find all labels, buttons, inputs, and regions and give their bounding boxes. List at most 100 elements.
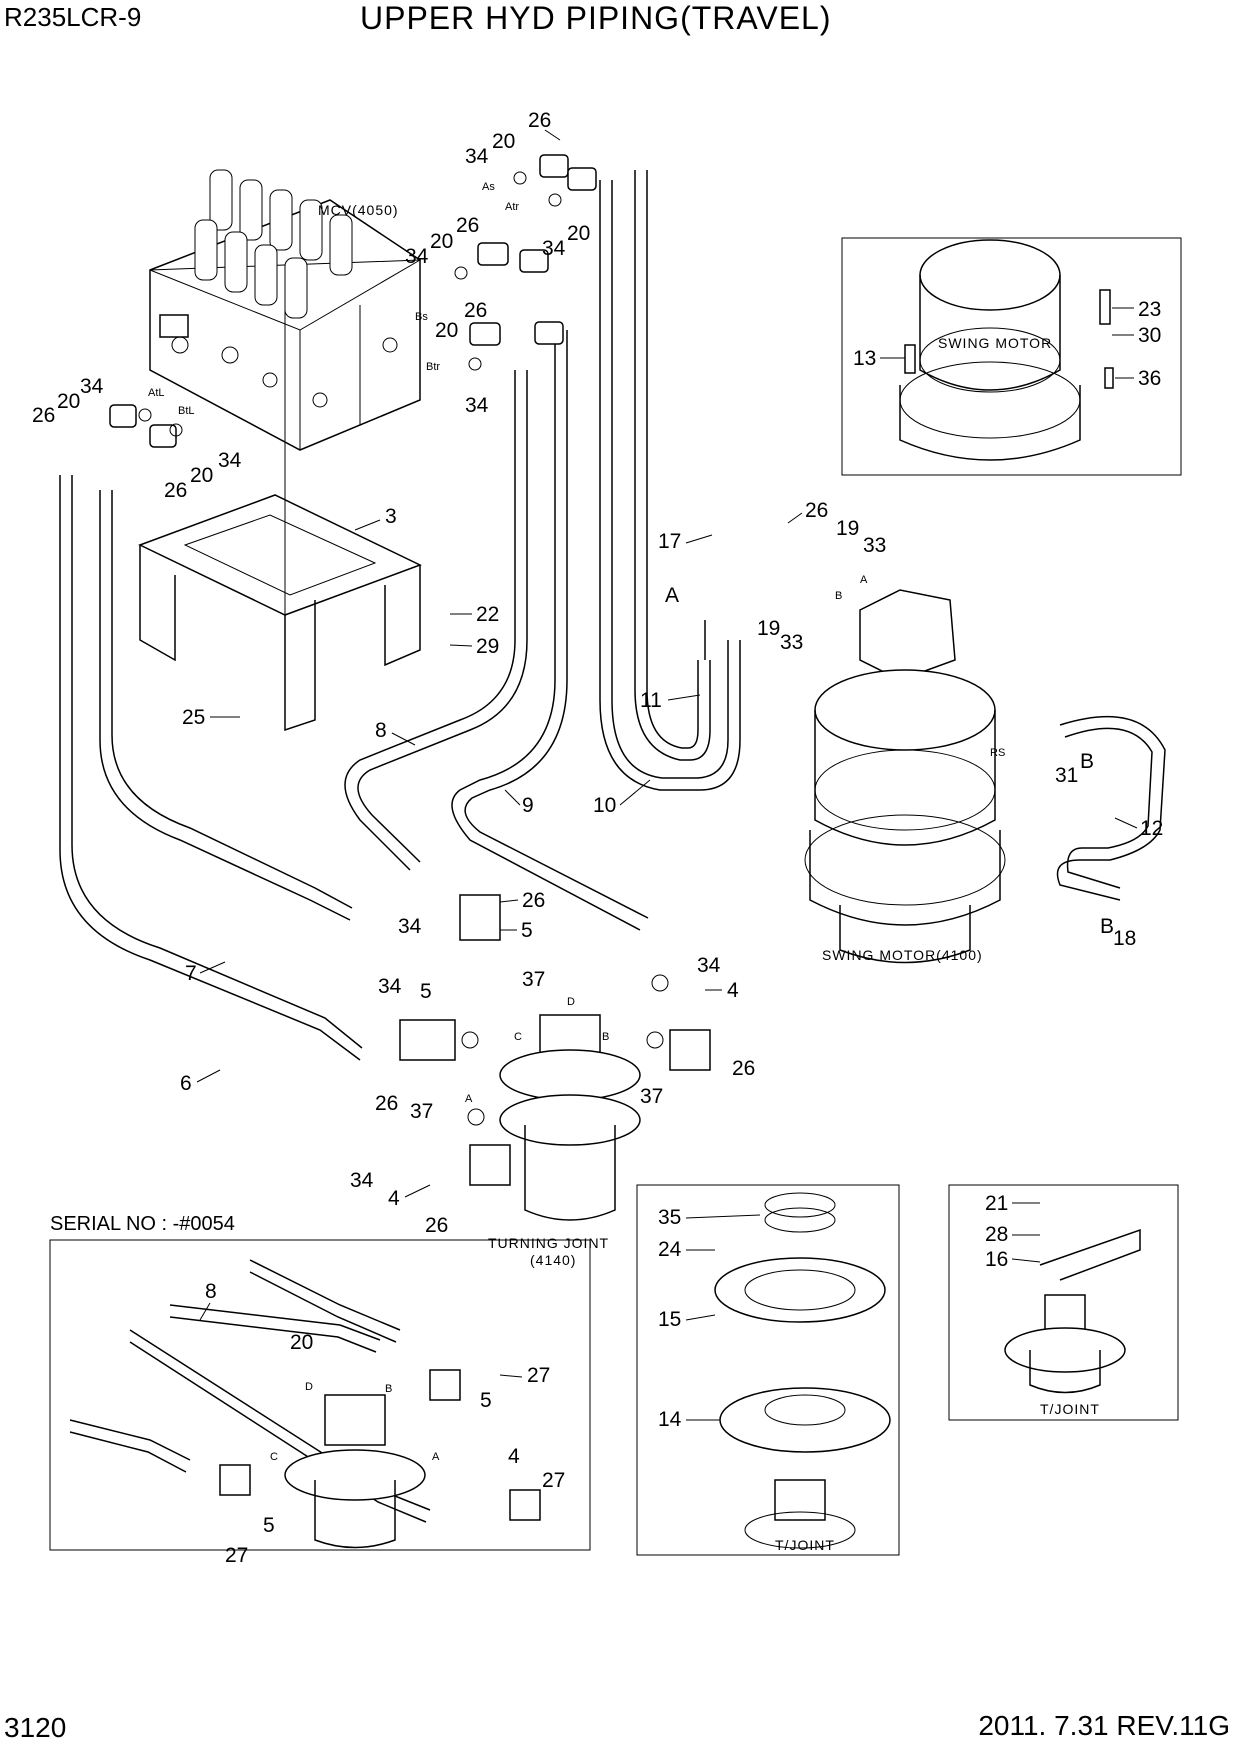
- serial-label: SERIAL NO : -#0054: [50, 1213, 235, 1235]
- callout-34: 34: [405, 245, 429, 268]
- callout-26: 26: [732, 1057, 755, 1080]
- callout-14: 14: [658, 1408, 682, 1431]
- callout-26: 26: [528, 109, 551, 132]
- callouts-swing: 13 23 30 36 26 17 19 33 19 33 31 18: [658, 298, 1161, 950]
- callout-34: 34: [350, 1169, 374, 1192]
- callout-20: 20: [57, 390, 80, 413]
- callout-17: 17: [658, 530, 681, 553]
- swing-motor-inset-frame: [841, 237, 1182, 476]
- swing-motor-drawing: [804, 589, 1006, 964]
- callout-29: 29: [476, 635, 499, 658]
- callout-31: 31: [1055, 764, 1078, 787]
- callouts-tjoint-inset: 35 24 15 14 21 28 16: [658, 1192, 1041, 1431]
- callout-4: 4: [508, 1445, 520, 1468]
- callout-26: 26: [522, 889, 545, 912]
- callout-27: 27: [542, 1469, 565, 1492]
- port-atr-label: Atr: [505, 201, 519, 213]
- callout-6: 6: [180, 1072, 192, 1095]
- callout-19: 19: [757, 617, 780, 640]
- callout-34: 34: [697, 954, 721, 977]
- callout-18: 18: [1113, 927, 1136, 950]
- callout-12: 12: [1140, 817, 1163, 840]
- inset-port-c-label: C: [270, 1451, 278, 1463]
- callout-19: 19: [836, 517, 859, 540]
- callout-26: 26: [456, 214, 479, 237]
- callout-37: 37: [522, 968, 545, 991]
- callout-20: 20: [435, 319, 458, 342]
- callout-7: 7: [185, 962, 197, 985]
- callout-26: 26: [375, 1092, 398, 1115]
- callout-37: 37: [410, 1100, 433, 1123]
- inset-port-d-label: D: [305, 1381, 313, 1393]
- model-code: R235LCR-9: [4, 2, 142, 32]
- callout-3: 3: [385, 505, 397, 528]
- callout-30: 30: [1138, 324, 1161, 347]
- port-b2-label: B: [1100, 915, 1114, 938]
- callout-26: 26: [32, 404, 55, 427]
- callout-23: 23: [1138, 298, 1161, 321]
- callout-33: 33: [780, 631, 803, 654]
- callout-10: 10: [593, 794, 616, 817]
- callout-20: 20: [567, 222, 590, 245]
- page-number: 3120: [4, 1712, 67, 1743]
- callout-26: 26: [805, 499, 828, 522]
- callout-26: 26: [464, 299, 487, 322]
- revision-date: 2011. 7.31 REV.11G: [978, 1710, 1230, 1741]
- callout-4: 4: [727, 979, 739, 1002]
- tjoint-right-label: T/JOINT: [1040, 1401, 1100, 1417]
- callout-9: 9: [522, 794, 534, 817]
- swing-motor-inset-label: SWING MOTOR: [938, 335, 1052, 351]
- swing-motor-inset-drawing: [899, 239, 1114, 461]
- callout-34: 34: [378, 975, 402, 998]
- callout-34: 34: [465, 145, 489, 168]
- callout-36: 36: [1138, 367, 1161, 390]
- turning-joint-code-label: (4140): [530, 1252, 576, 1268]
- tjoint-middle-inset-frame: [636, 1184, 900, 1556]
- callout-8: 8: [375, 719, 387, 742]
- callouts-hoses: 8 9 10 11 12 7 6: [180, 689, 1163, 1095]
- callout-24: 24: [658, 1238, 682, 1261]
- callout-26: 26: [164, 479, 187, 502]
- inset-port-a-label: A: [432, 1451, 440, 1463]
- callout-5: 5: [420, 980, 432, 1003]
- turning-joint-drawing: [399, 894, 711, 1221]
- tjoint-right-inset-drawing: [1004, 1228, 1141, 1394]
- callouts-serial-inset: 8 20 27 5 4 27 5 27: [199, 1280, 565, 1567]
- port-atl-label: AtL: [148, 387, 165, 399]
- callout-20: 20: [492, 130, 515, 153]
- callouts-mcv: 26 20 34 20 34 26 20 34 26 20 34 34 20 2…: [32, 109, 590, 729]
- callout-33: 33: [863, 534, 886, 557]
- tjoint-right-inset-frame: [948, 1184, 1179, 1421]
- port-bs-label: Bs: [415, 311, 428, 323]
- tj-port-d-label: D: [567, 996, 575, 1008]
- callouts-turning-joint: 26 5 34 34 4 37 34 5 26 37 37 26 34 4 26: [350, 889, 755, 1237]
- callout-16: 16: [985, 1248, 1008, 1271]
- callout-15: 15: [658, 1308, 681, 1331]
- serial-inset-frame: [49, 1239, 591, 1551]
- tj-port-a-label: A: [465, 1093, 473, 1105]
- callout-37: 37: [640, 1085, 663, 1108]
- port-a-label: A: [665, 584, 679, 607]
- callout-34: 34: [465, 394, 489, 417]
- turning-joint-label: TURNING JOINT: [488, 1235, 609, 1251]
- callout-5: 5: [480, 1389, 492, 1412]
- tj-port-c-label: C: [514, 1031, 522, 1043]
- callout-8: 8: [205, 1280, 217, 1303]
- bracket-drawing: [138, 270, 422, 732]
- port-btl-label: BtL: [178, 405, 195, 417]
- port-rs-label: RS: [990, 747, 1005, 759]
- callout-20: 20: [290, 1331, 313, 1354]
- top-fittings: [109, 154, 597, 448]
- port-btr-label: Btr: [426, 361, 440, 373]
- serial-inset-drawing: [69, 1259, 541, 1549]
- page-title: UPPER HYD PIPING(TRAVEL): [360, 0, 832, 36]
- mcv-label: MCV(4050): [318, 202, 399, 218]
- callout-11: 11: [640, 689, 662, 712]
- port-b-small-label: B: [835, 590, 842, 602]
- callout-34: 34: [542, 237, 566, 260]
- callout-4: 4: [388, 1187, 400, 1210]
- callout-5: 5: [521, 919, 533, 942]
- callout-34: 34: [398, 915, 422, 938]
- port-b-label: B: [1080, 750, 1094, 773]
